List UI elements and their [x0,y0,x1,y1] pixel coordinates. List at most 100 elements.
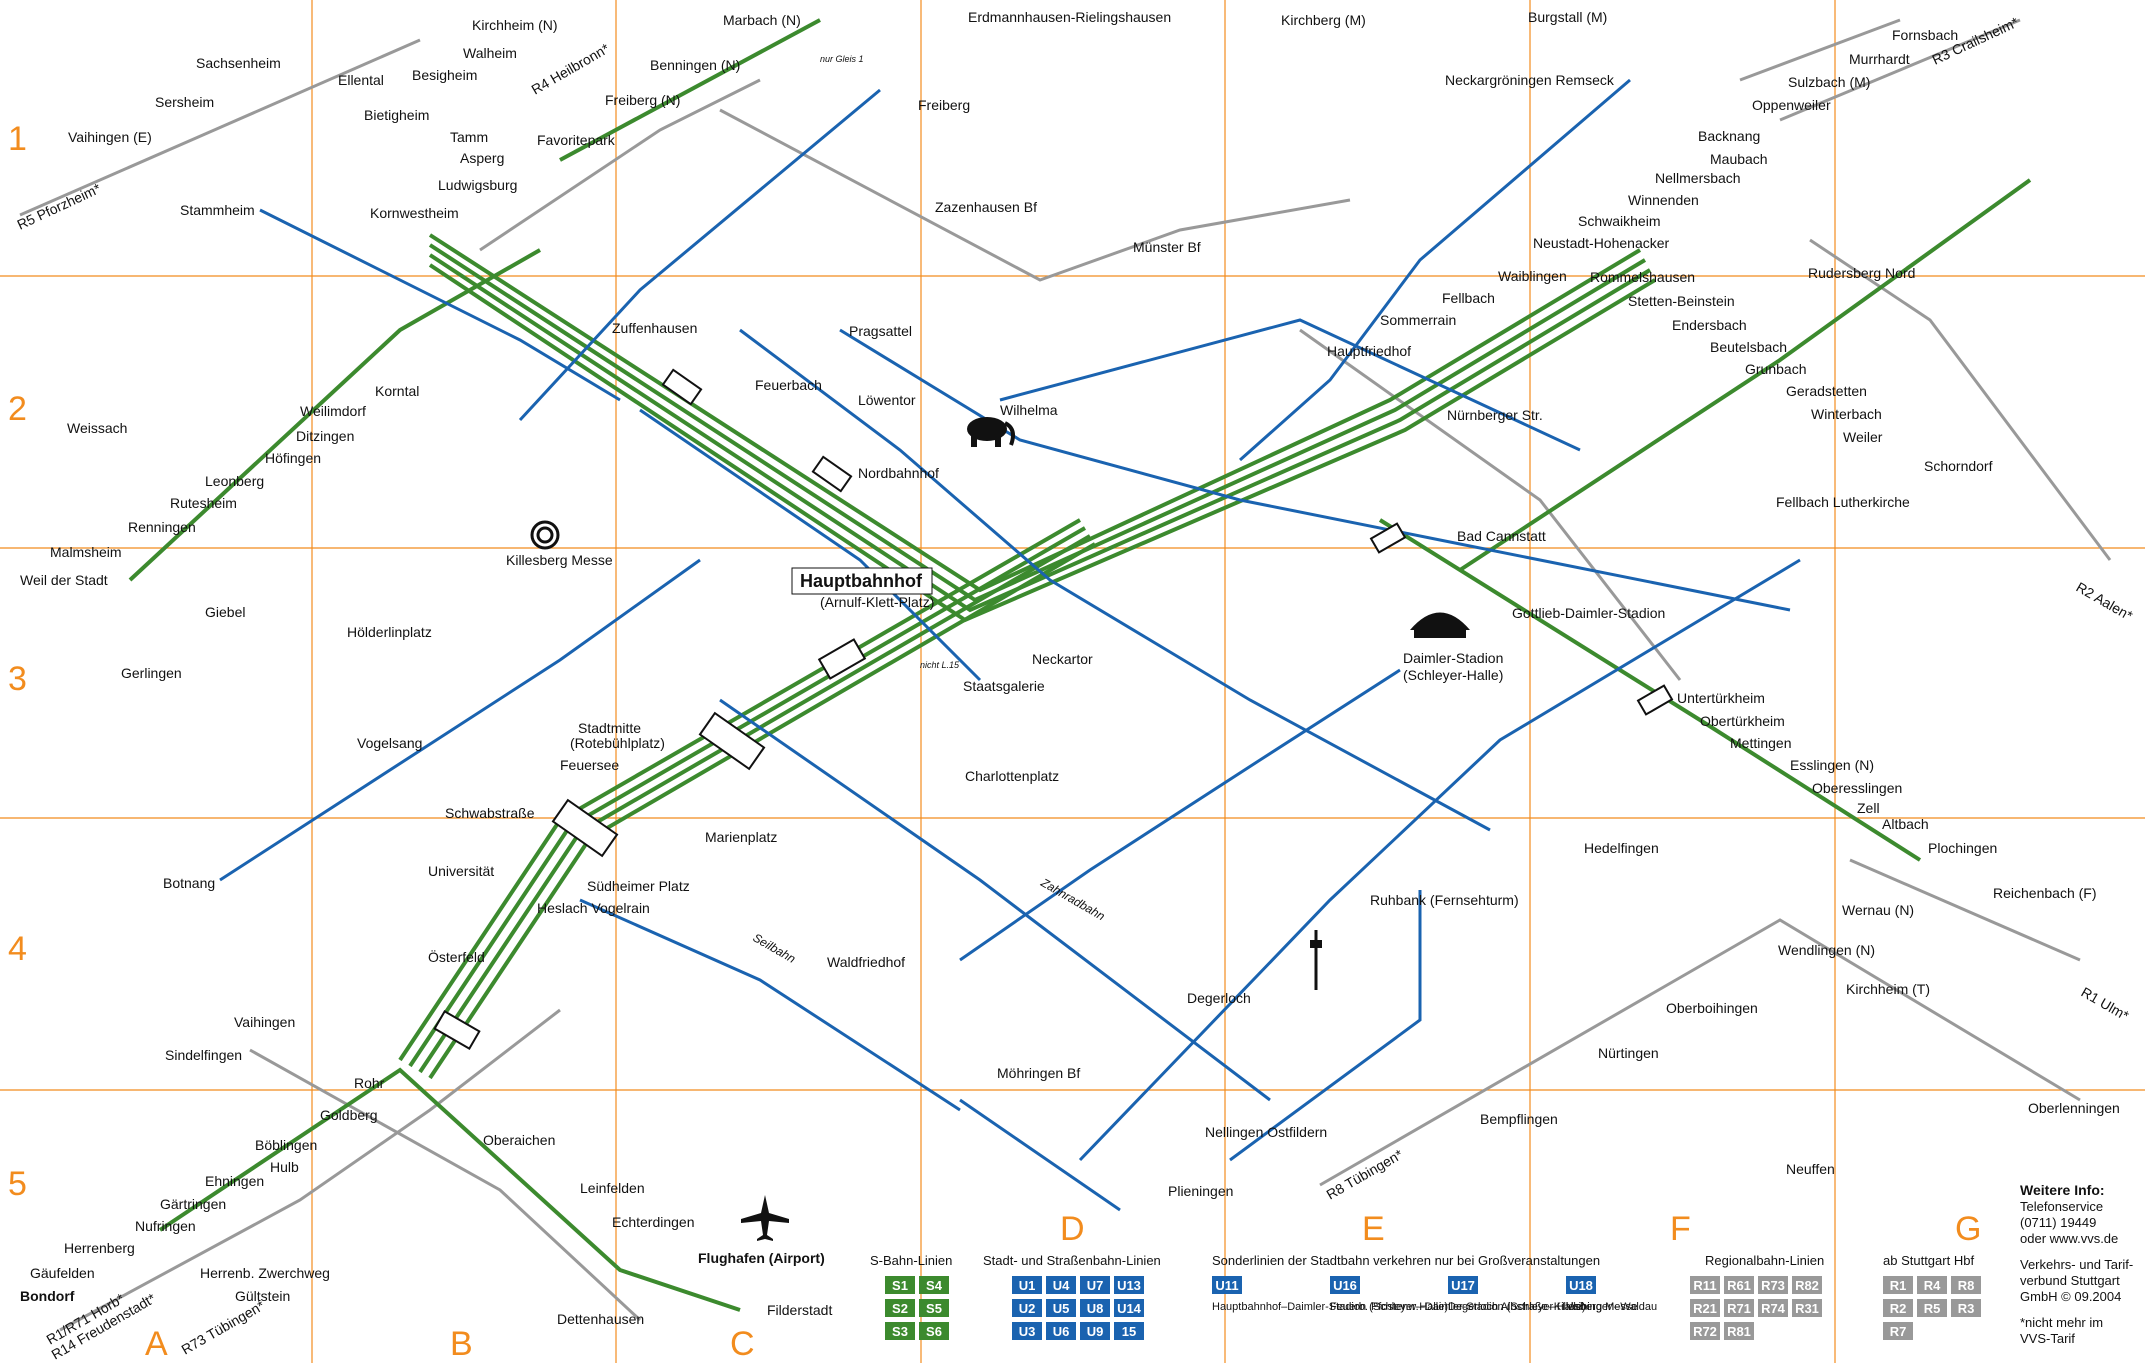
station-hauptbahnhof: Hauptbahnhof [800,571,923,591]
legend-sonder-title: Sonderlinien der Stadtbahn verkehren nur… [1212,1253,1600,1268]
svg-text:U6: U6 [1053,1324,1070,1339]
legend-regional-r31: R31 [1792,1299,1822,1317]
legend-stadt-u2: U2 [1012,1299,1042,1317]
station-nordbahnhof: Nordbahnhof [858,465,939,481]
station-bietigheim: Bietigheim [364,107,429,123]
legend-info-line-2: (0711) 19449 [2020,1215,2096,1230]
station-gueltstein: Gültstein [235,1288,290,1304]
svg-text:U3: U3 [1019,1324,1036,1339]
station-echterdingen: Echterdingen [612,1214,695,1230]
stadium-icon [1410,612,1470,638]
station-feuersee: Feuersee [560,757,619,773]
svg-text:S5: S5 [926,1301,942,1316]
station-freiberg-n: Freiberg (N) [605,92,680,108]
legend-stadt-u1: U1 [1012,1276,1042,1294]
svg-text:R71: R71 [1727,1301,1751,1316]
station-nufringen: Nufringen [135,1218,196,1234]
svg-text:R81: R81 [1727,1324,1751,1339]
legend-sbahn-s3: S3 [885,1322,915,1340]
svg-text:U1: U1 [1019,1278,1036,1293]
legend-sonder-desc-u11: Hauptbahnhof–Daimler-Stadion (Schleyer-H… [1212,1301,1448,1313]
station-ellental: Ellental [338,72,384,88]
station-gaertringen: Gärtringen [160,1196,226,1212]
legend-sonder-desc-u17: Degerloch Albstraße–Killesberg Messe [1448,1301,1638,1313]
station-fornsbach: Fornsbach [1892,27,1958,43]
station-marbach: Marbach (N) [723,12,801,28]
station-kirchberg: Kirchberg (M) [1281,12,1366,28]
legend-publisher-1: Verkehrs- und Tarif- [2020,1257,2133,1272]
legend-stadt-u14: U14 [1114,1299,1144,1317]
station-kirchheim-n: Kirchheim (N) [472,17,558,33]
station-renningen: Renningen [128,519,196,535]
station-wernau: Wernau (N) [1842,902,1914,918]
station-oberaichen: Oberaichen [483,1132,555,1148]
svg-text:R82: R82 [1795,1278,1819,1293]
direction-r73: R73 Tübingen* [179,1297,268,1358]
station-sommerrain: Sommerrain [1380,312,1456,328]
station-oppenweiler: Oppenweiler [1752,97,1831,113]
station-neustadt: Neustadt-Hohenacker [1533,235,1670,251]
legend-publisher-3: GmbH © 09.2004 [2020,1289,2121,1304]
svg-text:S3: S3 [892,1324,908,1339]
note-nur-gleis-1: nur Gleis 1 [820,54,864,64]
svg-text:U2: U2 [1019,1301,1036,1316]
station-favoritepark: Favoritepark [537,132,616,148]
station-stadtmitte: Stadtmitte [578,720,641,736]
grid-labels: 1 2 3 4 5 A B C D E F G [8,120,1981,1363]
station-grunbach: Grunbach [1745,361,1806,377]
direction-r2: R2 Aalen* [2074,579,2136,624]
station-loewentor: Löwentor [858,392,916,408]
station-killesberg: Killesberg Messe [506,552,613,568]
svg-text:R11: R11 [1693,1278,1716,1293]
station-flughafen: Flughafen (Airport) [698,1250,825,1266]
station-untertuerkheim: Untertürkheim [1677,690,1765,706]
station-weissach: Weissach [67,420,127,436]
grid-row-1: 1 [8,120,27,158]
station-hoefingen: Höfingen [265,450,321,466]
grid-col-e: E [1362,1210,1385,1248]
legend-regional-r82: R82 [1792,1276,1822,1294]
station-ditzingen: Ditzingen [296,428,354,444]
legend-sbahn-s1: S1 [885,1276,915,1294]
direction-r4: R4 Heilbronn* [529,40,613,98]
note-nicht-l15: nicht L.15 [920,660,960,670]
legend-sonder-u16: U16 [1330,1276,1360,1294]
station-obertuerkheim: Obertürkheim [1700,713,1785,729]
svg-text:R5: R5 [1924,1301,1941,1316]
station-besigheim: Besigheim [412,67,477,83]
station-remseck: Neckargröningen Remseck [1445,72,1615,88]
svg-text:R8: R8 [1958,1278,1975,1293]
station-bempflingen: Bempflingen [1480,1111,1558,1127]
legend-sbahn-s5: S5 [919,1299,949,1317]
station-weil-der-stadt: Weil der Stadt [20,572,108,588]
svg-text:S1: S1 [892,1278,908,1293]
station-staatsgalerie: Staatsgalerie [963,678,1045,694]
legend-sonder-u11: U11 [1212,1276,1242,1294]
stadtbahn-lines [219,78,1801,1212]
station-vaihingen: Vaihingen [234,1014,295,1030]
station-vogelsang: Vogelsang [357,735,422,751]
station-leinfelden: Leinfelden [580,1180,645,1196]
legend-stadt-u5: U5 [1046,1299,1076,1317]
station-hoelderlinplatz: Hölderlinplatz [347,624,432,640]
station-mettingen: Mettingen [1730,735,1791,751]
station-bondorf: Bondorf [20,1288,75,1304]
station-gaeufelden: Gäufelden [30,1265,95,1281]
station-rudersberg-nord: Rudersberg Nord [1808,265,1915,281]
elephant-icon [967,417,1015,447]
station-degerloch: Degerloch [1187,990,1251,1006]
station-suedheimer: Südheimer Platz [587,878,690,894]
legend-regional-r21: R21 [1690,1299,1720,1317]
station-altbach: Altbach [1882,816,1929,832]
station-hulb: Hulb [270,1159,299,1175]
note-seilbahn: Seilbahn [751,930,799,966]
station-weiler: Weiler [1843,429,1883,445]
station-zell: Zell [1857,800,1880,816]
grid-col-g: G [1955,1210,1981,1248]
legend-abhbf-r3: R3 [1951,1299,1981,1317]
station-hauptfriedhof: Hauptfriedhof [1327,343,1411,359]
station-boeblingen: Böblingen [255,1137,317,1153]
grid-col-d: D [1060,1210,1085,1248]
notes: nur Gleis 1 nicht L.15 Seilbahn Zahnradb… [751,54,1108,966]
station-oberboihingen: Oberboihingen [1666,1000,1758,1016]
